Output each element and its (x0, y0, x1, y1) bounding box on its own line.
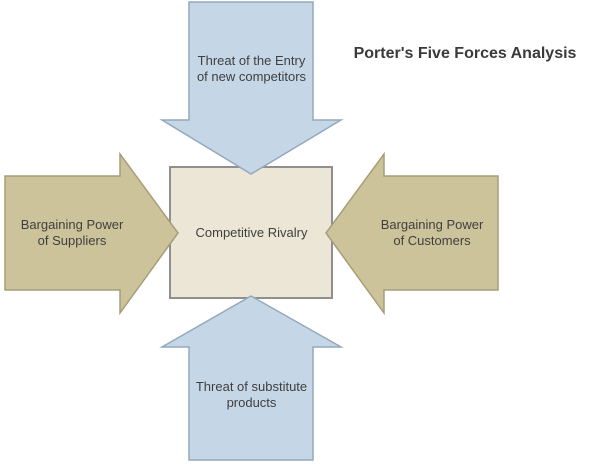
left-force-label: Bargaining Power of Suppliers (20, 217, 124, 248)
customer-power-arrow (325, 151, 499, 316)
substitute-threat-arrow (159, 295, 344, 461)
right-force-label: Bargaining Power of Customers (380, 217, 484, 248)
center-box-label: Competitive Rivalry (195, 225, 308, 240)
supplier-power-arrow (4, 151, 179, 316)
threat-new-entrants-arrow (159, 1, 344, 175)
top-force-label: Threat of the Entry of new competitors (196, 53, 307, 84)
competitive-rivalry-box (169, 166, 333, 299)
diagram-title: Porter's Five Forces Analysis (353, 45, 577, 62)
bottom-force-label: Threat of substitute products (195, 379, 308, 410)
